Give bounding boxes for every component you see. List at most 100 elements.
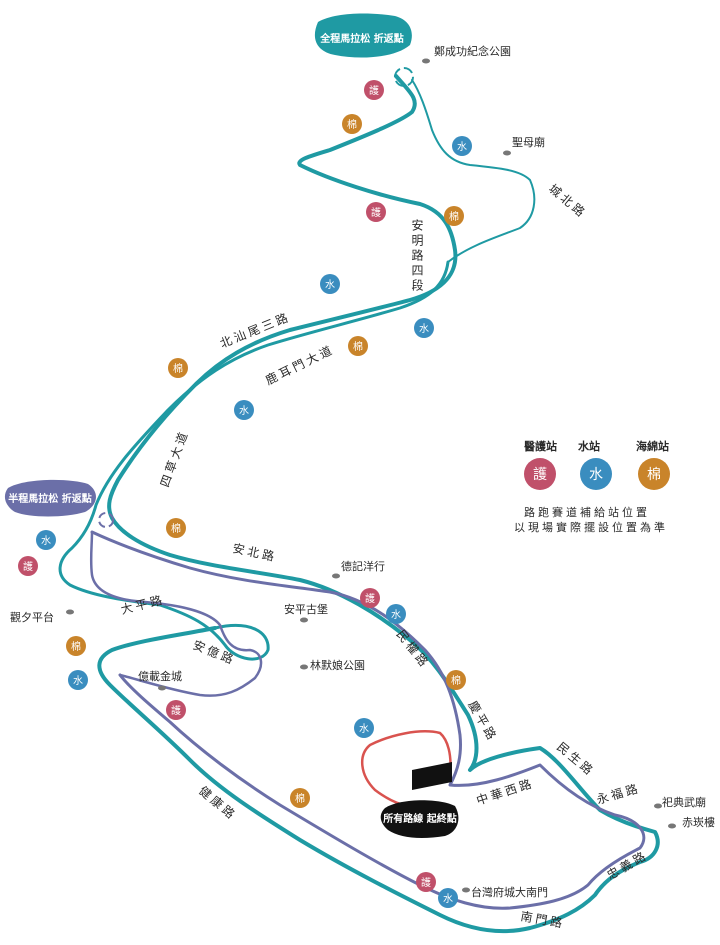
sponge-station-icon-char: 棉	[449, 210, 459, 223]
legend-water-icon: 水	[580, 458, 612, 490]
medical-station-icon-char: 護	[23, 560, 33, 573]
medical-station-icon-char: 護	[365, 592, 375, 605]
water-station-icon-char: 水	[359, 723, 369, 735]
sponge-station-icon: 棉	[66, 636, 86, 656]
sponge-station-icon-circle	[290, 788, 310, 808]
half-marathon-route	[89, 530, 646, 910]
sponge-station-icon-char: 棉	[353, 340, 363, 353]
legend-sponge-icon: 棉	[638, 458, 670, 490]
half-route-line-a	[90, 530, 646, 910]
sponge-station-icon-char: 棉	[451, 674, 461, 687]
water-station-icon-char: 水	[239, 405, 249, 417]
medical-station-icon-char: 護	[421, 876, 431, 889]
medical-station-icon-circle	[366, 202, 386, 222]
water-station-icon-char: 水	[457, 141, 467, 153]
water-station-icon-char: 水	[325, 279, 335, 291]
half-route-line-b	[89, 530, 263, 697]
start-finish-label: 所有路線 起終點	[383, 812, 456, 825]
svg-text:安明路四段: 安明路四段	[410, 218, 424, 294]
landmarks: 鄭成功紀念公園 聖母廟 德記洋行 安平古堡 林默娘公園 億載金城 觀夕平台 祀	[10, 44, 715, 899]
start-loop-route	[361, 730, 452, 808]
svg-text:棉: 棉	[647, 466, 661, 483]
legend-note-line1: 路跑賽道補給站位置	[524, 505, 650, 519]
landmark-apgb: 安平古堡	[284, 602, 328, 623]
water-station-icon: 水	[234, 400, 254, 420]
water-station-icon-circle	[452, 136, 472, 156]
road-ay: 安億路	[191, 637, 238, 668]
sponge-station-icon-circle	[66, 636, 86, 656]
medical-station-icon: 護	[166, 700, 186, 720]
landmark-lmn: 林默娘公園	[300, 658, 365, 672]
legend-water-label: 水站	[578, 439, 600, 453]
legend-medical-label: 醫護站	[524, 439, 557, 453]
sponge-station-icon: 棉	[444, 206, 464, 226]
road-zh: 中華西路	[474, 775, 536, 808]
sponge-station-icon-circle	[446, 670, 466, 690]
medical-station-icon-circle	[18, 556, 38, 576]
medical-station-icon: 護	[360, 588, 380, 608]
water-station-icon: 水	[438, 888, 458, 908]
medical-station-icon-circle	[416, 872, 436, 892]
sponge-station-icon: 棉	[168, 358, 188, 378]
turnaround-icon	[98, 512, 114, 528]
water-station-icon-circle	[438, 888, 458, 908]
landmark-zcg: 鄭成功紀念公園	[422, 44, 511, 64]
landmark-ckl: 赤崁樓	[668, 815, 715, 829]
sponge-station-icon: 棉	[290, 788, 310, 808]
medical-station-icon-char: 護	[371, 206, 381, 219]
landmark-smm: 聖母廟	[503, 135, 545, 156]
water-station-icon-char: 水	[419, 323, 429, 335]
road-mq: 民權路	[394, 627, 434, 672]
medical-station-icon: 護	[366, 202, 386, 222]
water-station-icon: 水	[36, 530, 56, 550]
full-route-line-outer	[97, 74, 660, 934]
water-station-icon-circle	[234, 400, 254, 420]
water-station-icon-circle	[68, 670, 88, 690]
stations: 護棉水護棉水水棉棉水棉水護護水棉水護棉水棉護水	[18, 80, 472, 908]
landmark-nm: 台灣府城大南門	[462, 885, 548, 899]
water-station-icon-char: 水	[73, 675, 83, 687]
water-station-icon-char: 水	[391, 609, 401, 621]
landmark-sdwm: 祀典武廟	[654, 795, 706, 809]
turnaround-icon	[394, 67, 414, 87]
sponge-station-icon: 棉	[348, 336, 368, 356]
water-station-icon: 水	[68, 670, 88, 690]
road-ms: 民生路	[554, 739, 598, 779]
full-route-line-north	[411, 79, 536, 263]
svg-text:護: 護	[533, 467, 547, 483]
svg-text:祀典武廟: 祀典武廟	[662, 795, 706, 809]
water-station-icon: 水	[414, 318, 434, 338]
medical-station-icon-char: 護	[171, 704, 181, 717]
sponge-station-icon-circle	[166, 518, 186, 538]
road-sc: 四草大道	[158, 428, 192, 489]
road-dp: 大平路	[119, 591, 166, 616]
sponge-station-icon-circle	[168, 358, 188, 378]
water-station-icon: 水	[452, 136, 472, 156]
water-station-icon: 水	[386, 604, 406, 624]
svg-text:聖母廟: 聖母廟	[512, 135, 545, 149]
landmark-dj: 德記洋行	[332, 559, 385, 579]
road-yf: 永福路	[595, 780, 642, 807]
medical-station-icon: 護	[364, 80, 384, 100]
water-station-icon-circle	[386, 604, 406, 624]
svg-text:安平古堡: 安平古堡	[284, 602, 328, 616]
water-station-icon-circle	[414, 318, 434, 338]
sponge-station-icon-char: 棉	[71, 640, 81, 653]
water-station-icon-circle	[36, 530, 56, 550]
legend-note-line2: 以現場實際擺設位置為準	[514, 520, 668, 534]
svg-text:億載金城: 億載金城	[138, 669, 182, 683]
road-lem: 鹿耳門大道	[263, 341, 337, 387]
full-marathon-route	[58, 74, 660, 934]
medical-station-icon: 護	[18, 556, 38, 576]
water-station-icon-char: 水	[41, 535, 51, 547]
svg-text:德記洋行: 德記洋行	[341, 559, 385, 573]
sponge-station-icon: 棉	[342, 114, 362, 134]
road-cb: 城北路	[546, 181, 590, 221]
road-am4: 安明路四段	[410, 218, 424, 294]
start-finish-arch	[412, 762, 452, 790]
water-station-icon-circle	[354, 718, 374, 738]
legend-medical-icon: 護	[524, 458, 556, 490]
full-route-line-inner	[58, 260, 450, 661]
